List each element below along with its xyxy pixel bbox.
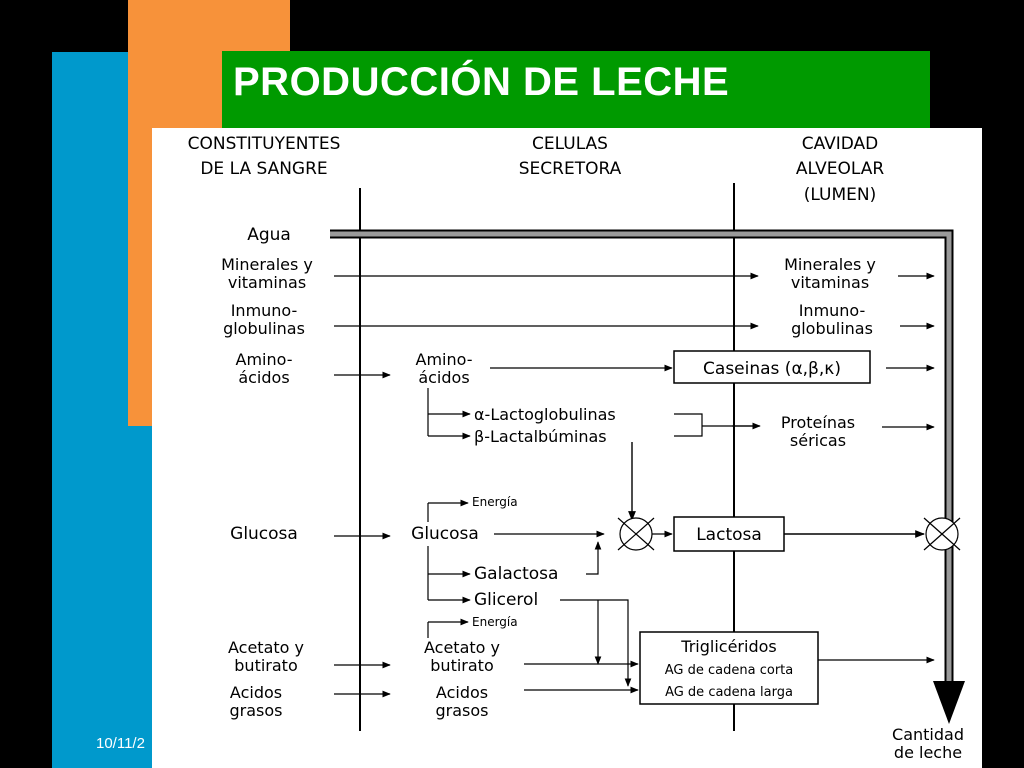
header-blood-line1: CONSTITUYENTES [188, 134, 341, 154]
cell-galactosa: Galactosa [474, 564, 558, 584]
cell-amino-line1: Amino- [416, 350, 473, 369]
blood-acetato-line2: butirato [234, 656, 297, 675]
blood-inmuno-line1: Inmuno- [231, 301, 298, 320]
lumen-proteinas-line2: séricas [790, 431, 846, 450]
header-cells-line2: SECRETORA [519, 159, 622, 179]
box-lactosa [673, 516, 785, 552]
cell-alfa-lacto: α-Lactoglobulinas [474, 405, 616, 424]
lumen-minerales-line1: Minerales y [784, 255, 876, 274]
lumen-minerales-line2: vitaminas [791, 273, 869, 292]
galactosa-to-lactosa [586, 541, 602, 575]
slide-title: PRODUCCIÓN DE LECHE [233, 60, 730, 104]
cell-acidos-line2: grasos [436, 701, 489, 720]
cell-energia-2: Energía [472, 615, 518, 629]
cell-glucosa: Glucosa [411, 524, 479, 544]
agua-pipe-arrowhead [933, 681, 965, 724]
lumen-cantidad-line2: de leche [894, 743, 962, 762]
diagram-panel: CONSTITUYENTES DE LA SANGRE CELULAS SECR… [152, 128, 982, 768]
cell-acetato-line2: butirato [430, 656, 493, 675]
cell-energia-1: Energía [472, 495, 518, 509]
blood-acidos-line2: grasos [230, 701, 283, 720]
blood-inmuno-line2: globulinas [223, 319, 305, 338]
glicerol-to-trigliceridos [560, 599, 632, 687]
blood-amino-line1: Amino- [236, 350, 293, 369]
box-trig-larga: AG de cadena larga [665, 685, 793, 700]
cell-glicerol: Glicerol [474, 590, 538, 610]
cell-amino-line2: ácidos [418, 368, 469, 387]
cell-beta-lact: β-Lactalbúminas [474, 427, 607, 446]
cell-acetato-line1: Acetato y [424, 638, 500, 657]
lumen-lactose-symbol [923, 517, 961, 551]
box-trig-title: Triglicéridos [680, 637, 776, 656]
lumen-inmuno-line2: globulinas [791, 319, 873, 338]
blood-minerales-line1: Minerales y [221, 255, 313, 274]
header-cells-line1: CELULAS [532, 134, 608, 154]
box-caseinas-label: Caseinas (α,β,κ) [703, 359, 841, 379]
lactose-synthase-symbol [617, 517, 655, 551]
cell-acidos-line1: Acidos [436, 683, 488, 702]
blood-minerales-line2: vitaminas [228, 273, 306, 292]
blood-acetato-line1: Acetato y [228, 638, 304, 657]
box-caseinas [673, 350, 871, 384]
header-lumen-line2: ALVEOLAR [796, 159, 884, 179]
header-lumen-line3: (LUMEN) [804, 185, 876, 205]
box-lactosa-label: Lactosa [696, 525, 762, 545]
box-trigliceridos [639, 631, 819, 705]
box-trig-corta: AG de cadena corta [665, 663, 793, 678]
blood-amino-line2: ácidos [238, 368, 289, 387]
milk-production-diagram: CONSTITUYENTES DE LA SANGRE CELULAS SECR… [188, 134, 965, 762]
lumen-proteinas-line1: Proteínas [781, 413, 855, 432]
title-bar [222, 51, 930, 128]
blood-agua: Agua [247, 225, 291, 245]
slide-date: 10/11/2 [96, 735, 145, 752]
header-blood-line2: DE LA SANGRE [200, 159, 327, 179]
blood-acidos-line1: Acidos [230, 683, 282, 702]
blood-glucosa: Glucosa [230, 524, 298, 544]
lumen-cantidad-line1: Cantidad [892, 725, 964, 744]
header-lumen-line1: CAVIDAD [802, 134, 879, 154]
lumen-inmuno-line1: Inmuno- [799, 301, 866, 320]
bracket-proteins-lumen [674, 413, 758, 437]
